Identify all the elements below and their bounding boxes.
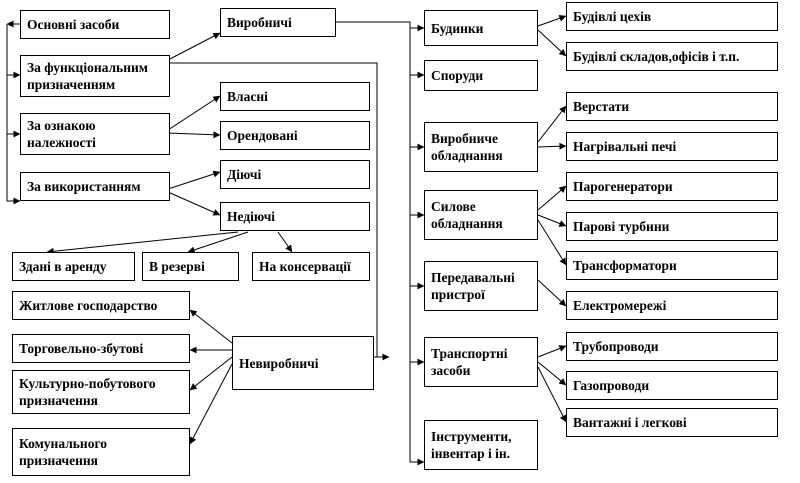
node-tools-inventory: Інструменти, інвентар і ін. [424, 420, 538, 470]
node-label: Будівлі складов,офісів і т.п. [573, 49, 740, 64]
node-in-conservation: На консервації [252, 252, 370, 281]
node-label: Будівлі цехів [573, 9, 652, 24]
node-label: Будинки [431, 20, 484, 36]
node-steam-generators: Парогенератори [566, 172, 778, 201]
node-leased: Орендовані [220, 121, 370, 150]
node-buildings: Будинки [424, 10, 538, 46]
node-production: Виробничі [220, 8, 336, 37]
node-transformers: Трансформатори [566, 251, 778, 280]
node-cultural: Культурно-побутового призначення [12, 370, 190, 414]
node-communal: Комунального призначення [12, 428, 190, 476]
node-label: Трансформатори [573, 258, 677, 273]
node-label: Недіючі [227, 209, 276, 224]
node-inactive: Недіючі [220, 202, 370, 231]
node-gas-pipelines: Газопроводи [566, 371, 778, 400]
node-label: Транспортні засоби [431, 346, 508, 378]
node-label: Виробниче обладнання [431, 131, 503, 163]
node-production-equipment: Виробниче обладнання [424, 122, 538, 172]
node-label: Інструменти, інвентар і ін. [431, 429, 512, 461]
node-fixed-assets: Основні засоби [20, 10, 170, 39]
node-structures: Споруди [424, 60, 538, 91]
node-steam-turbines: Парові турбини [566, 212, 778, 241]
node-trucks-and-cars: Вантажні і легкові [566, 408, 778, 437]
node-vehicles: Транспортні засоби [424, 337, 538, 387]
node-label: Орендовані [227, 128, 298, 143]
node-non-production: Невиробничі [232, 336, 374, 390]
node-label: Парогенератори [573, 179, 673, 194]
node-label: Торговельно-збутові [19, 341, 144, 356]
node-label: Комунального призначення [19, 436, 107, 468]
node-active: Діючі [220, 160, 370, 189]
node-label: За ознакою належності [27, 118, 96, 150]
node-label: Газопроводи [573, 378, 650, 393]
node-label: Власні [227, 89, 268, 104]
node-label: Вантажні і легкові [573, 415, 687, 430]
node-in-reserve: В резерві [142, 252, 239, 281]
node-transmission-devices: Передавальні пристрої [424, 261, 538, 311]
node-label: Передавальні пристрої [431, 270, 515, 302]
node-label: Споруди [431, 68, 484, 83]
node-workshop-buildings: Будівлі цехів [566, 2, 778, 31]
node-rented-out: Здані в аренду [12, 252, 135, 281]
node-furnaces: Нагрівальні печі [566, 132, 778, 161]
node-label: За функціональним призначенням [27, 60, 148, 92]
node-warehouse-buildings: Будівлі складов,офісів і т.п. [566, 42, 778, 71]
node-label: Силове обладнання [431, 199, 503, 231]
node-by-usage: За використанням [20, 172, 170, 201]
node-label: Трубопроводи [573, 339, 659, 354]
node-trade: Торговельно-збутові [12, 334, 190, 363]
node-power-equipment: Силове обладнання [424, 190, 538, 240]
node-housing: Житлове господарство [12, 291, 190, 320]
node-owned: Власні [220, 82, 370, 111]
node-pipelines: Трубопроводи [566, 332, 778, 361]
node-label: Верстати [573, 99, 630, 114]
node-label: Житлове господарство [19, 298, 158, 313]
node-by-ownership: За ознакою належності [20, 113, 170, 155]
node-label: Здані в аренду [19, 259, 107, 274]
node-label: Виробничі [227, 15, 292, 30]
node-label: В резерві [149, 259, 205, 274]
node-label: Електромережі [573, 298, 667, 313]
node-by-function: За функціональним призначенням [20, 55, 170, 97]
node-label: Культурно-побутового призначення [19, 376, 156, 408]
node-label: На консервації [259, 259, 351, 274]
node-power-grids: Електромережі [566, 291, 778, 320]
node-machine-tools: Верстати [566, 92, 778, 121]
node-label: Невиробничі [239, 355, 319, 371]
node-label: Діючі [227, 167, 262, 182]
node-label: Парові турбини [573, 219, 670, 234]
node-label: Основні засоби [27, 17, 120, 32]
node-label: За використанням [27, 179, 141, 194]
node-label: Нагрівальні печі [573, 139, 677, 154]
